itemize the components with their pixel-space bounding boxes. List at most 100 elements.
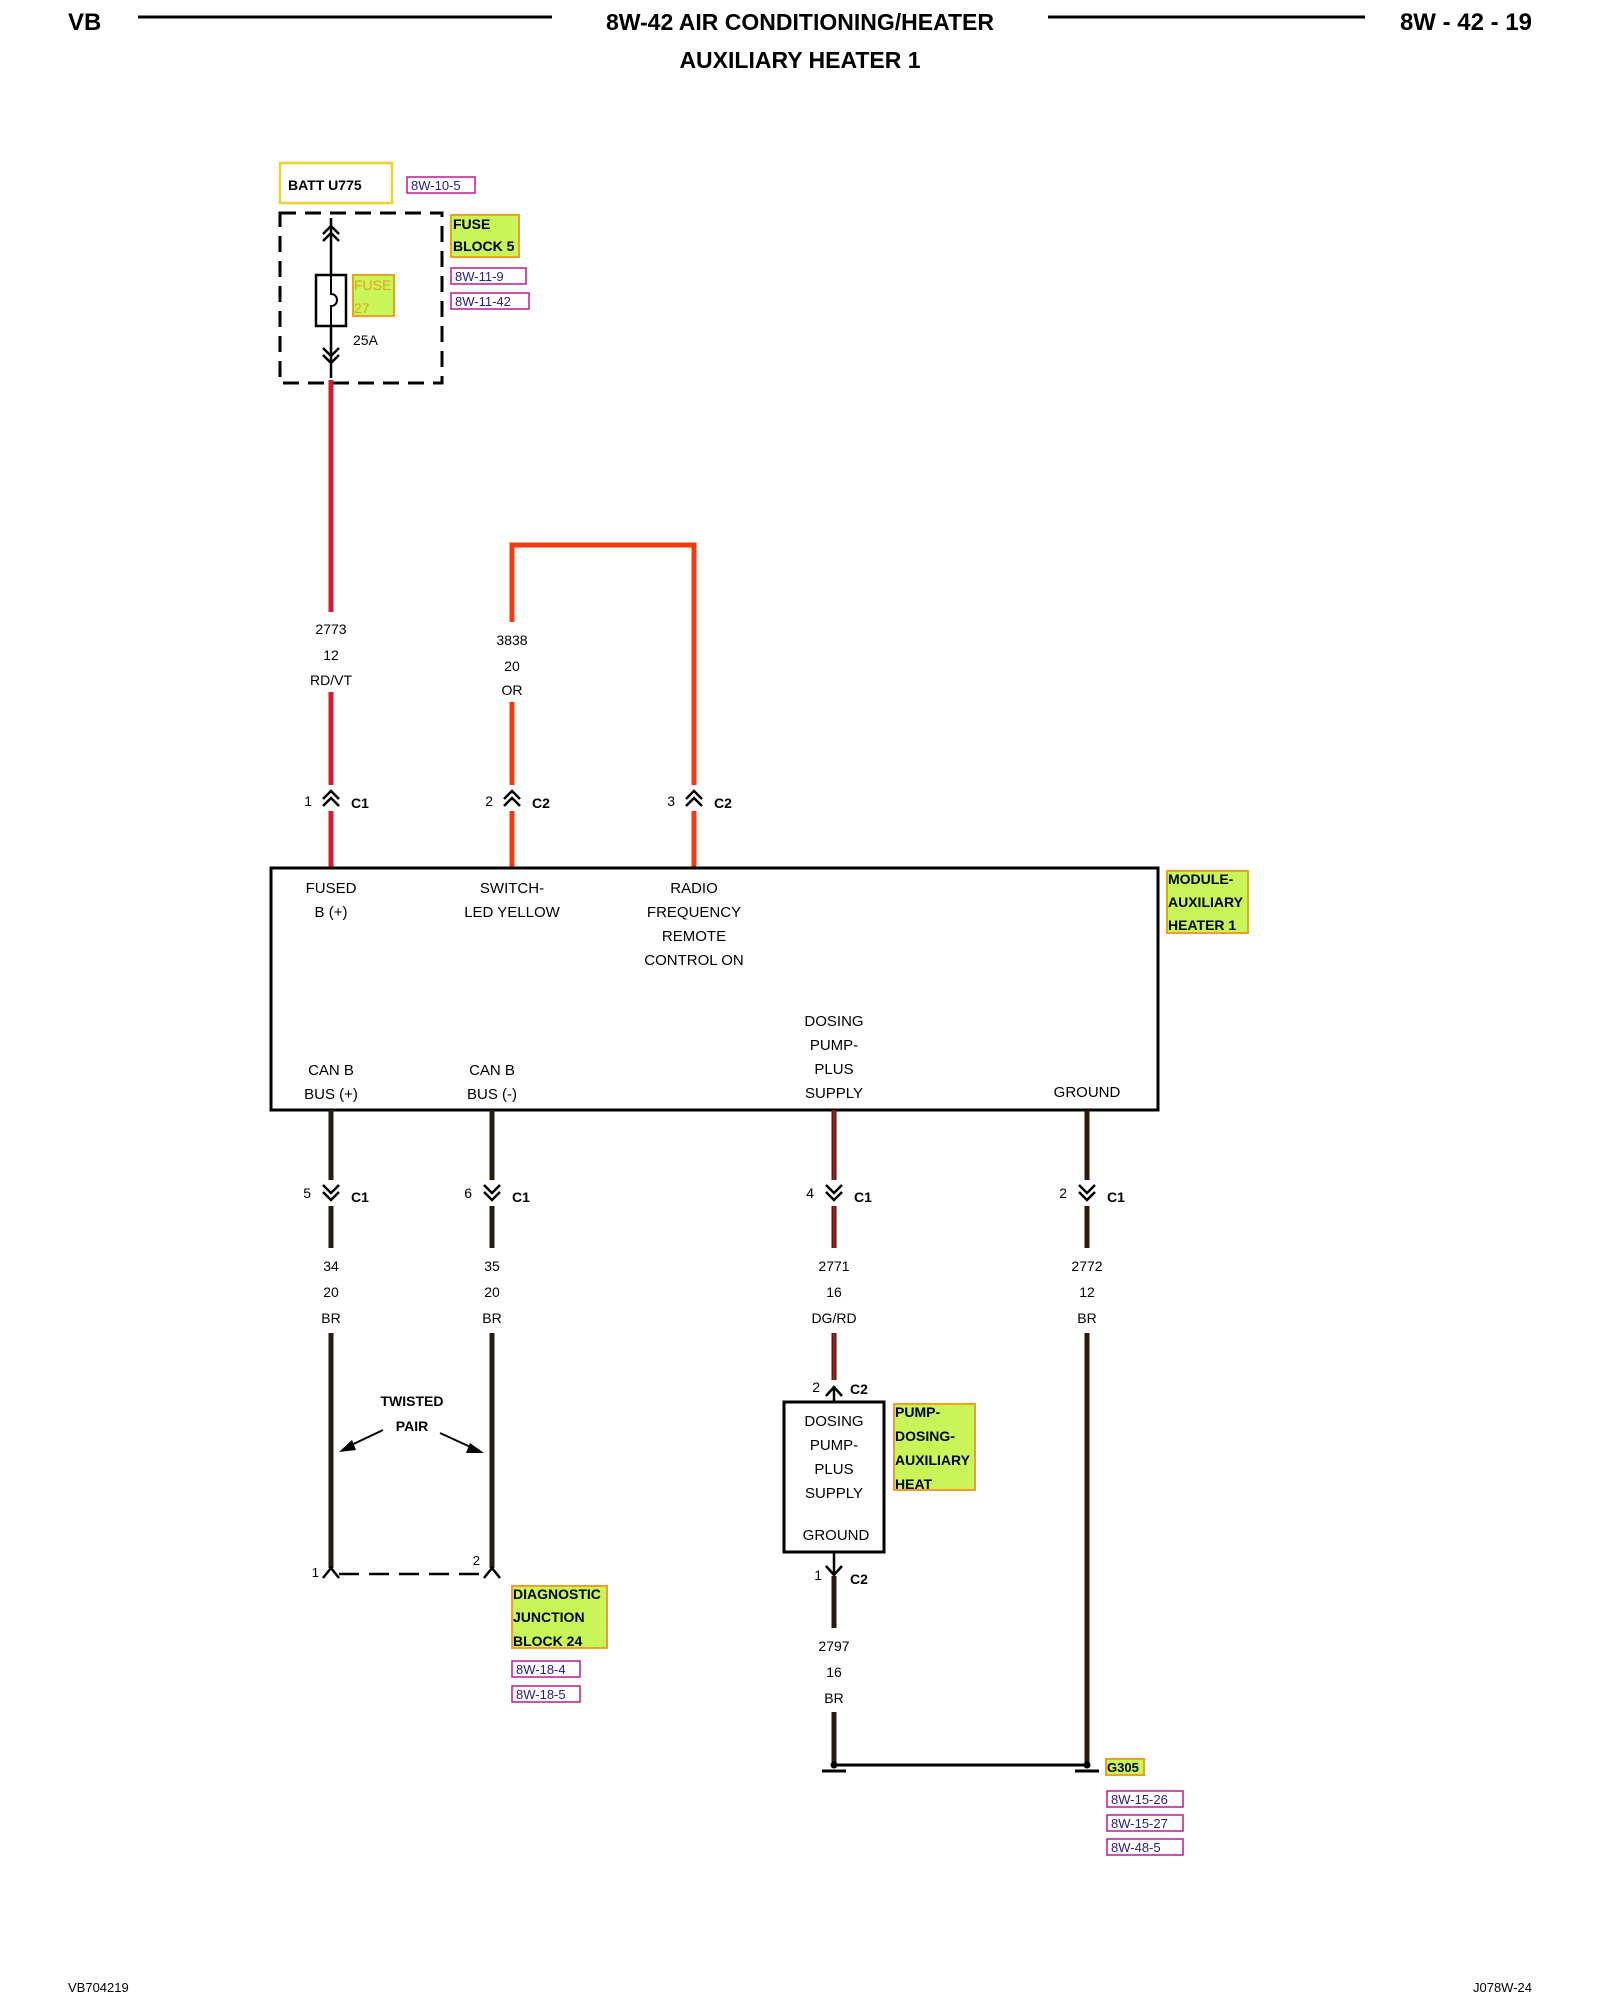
fuse-block-outline <box>278 211 444 385</box>
wire-2772: 2772 12 BR <box>1071 1110 1103 1765</box>
top-connector-2: 2 C2 <box>485 785 550 811</box>
pin-dosing-pump-4: SUPPLY <box>805 1085 863 1102</box>
fuse-block-label: FUSE <box>453 216 490 232</box>
wire-34-circuit: 34 <box>323 1258 339 1274</box>
batt-label: BATT U775 <box>288 177 362 193</box>
diag-ref-link-2[interactable]: 8W-18-5 <box>511 1685 581 1703</box>
bottom-connector-3: 4 C1 <box>806 1180 872 1206</box>
pin-can-b-minus-2: BUS (-) <box>467 1086 517 1103</box>
pin-label: 2 <box>485 793 493 809</box>
pump-pin-top: 2 <box>812 1379 820 1395</box>
pin-label: 4 <box>806 1185 814 1201</box>
power-source: BATT U775 8W-10-5 FUSE BLOCK 5 8W-11-9 8… <box>278 161 530 385</box>
wire-3838-gauge: 20 <box>504 658 520 674</box>
pump-conn-top: C2 <box>850 1381 868 1397</box>
module-box <box>269 866 1160 1112</box>
arrow-left <box>339 1440 356 1452</box>
pin-dosing-pump-3: PLUS <box>814 1061 853 1078</box>
header-subtitle: AUXILIARY HEATER 1 <box>679 47 920 73</box>
pin-dosing-pump: DOSING <box>804 1013 863 1030</box>
ground-ref-2[interactable]: 8W-15-27 <box>1111 1816 1168 1831</box>
fuse-element <box>330 275 338 326</box>
ground-label-bg <box>1105 1758 1145 1776</box>
batt-ref-link[interactable]: 8W-10-5 <box>406 176 476 194</box>
bottom-connector-2: 6 C1 <box>464 1180 530 1206</box>
batt-ref[interactable]: 8W-10-5 <box>411 178 461 193</box>
fuse-ref-1[interactable]: 8W-11-9 <box>455 269 504 284</box>
diag-label-2: JUNCTION <box>513 1609 585 1625</box>
wire-2773-color: RD/VT <box>310 672 352 688</box>
pump-supply-3: PLUS <box>814 1461 853 1478</box>
header: VB 8W-42 AIR CONDITIONING/HEATER 8W - 42… <box>68 9 1532 73</box>
module-label-3: HEATER 1 <box>1168 917 1236 933</box>
pin-label: 6 <box>464 1185 472 1201</box>
ground-ref-link-1[interactable]: 8W-15-26 <box>1106 1790 1184 1808</box>
fuse-block-ref-link-1[interactable]: 8W-11-9 <box>450 267 527 285</box>
diag-ref-1[interactable]: 8W-18-4 <box>516 1662 566 1677</box>
fuse-ref-2[interactable]: 8W-11-42 <box>455 294 511 309</box>
ground-ref-1[interactable]: 8W-15-26 <box>1111 1792 1168 1807</box>
fuse-label: FUSE <box>354 277 391 293</box>
fuse-block-label-bg <box>450 214 520 258</box>
diag-label-bg <box>511 1585 608 1649</box>
top-connector-1: 1 C1 <box>304 785 369 811</box>
pin-ground: GROUND <box>1054 1084 1121 1101</box>
pin-radio: RADIO <box>670 880 718 897</box>
pin-can-b-plus: CAN B <box>308 1062 354 1079</box>
connector-label: C1 <box>351 1189 369 1205</box>
wire-35-circuit: 35 <box>484 1258 500 1274</box>
pin-radio-3: REMOTE <box>662 928 726 945</box>
module-label-bg <box>1166 870 1249 934</box>
connector-label: C1 <box>512 1189 530 1205</box>
auxiliary-heater-module: MODULE- AUXILIARY HEATER 1 FUSED B (+) S… <box>269 866 1249 1112</box>
wire-34: 34 20 BR <box>321 1110 341 1568</box>
twisted-pair-label-2: PAIR <box>396 1418 428 1434</box>
module-label-1: MODULE- <box>1168 871 1234 887</box>
wire-2772-color: BR <box>1077 1310 1096 1326</box>
fuse-ref-box-1 <box>450 267 527 285</box>
wire-2797-gauge: 16 <box>826 1664 842 1680</box>
header-page-number: 8W - 42 - 19 <box>1400 9 1532 36</box>
ground-ref-link-3[interactable]: 8W-48-5 <box>1106 1838 1184 1856</box>
footer-left: VB704219 <box>68 1980 129 1995</box>
diag-ref-box-2 <box>511 1685 581 1703</box>
footer: VB704219 J078W-24 <box>68 1980 1532 1995</box>
fuse-number: 27 <box>354 300 370 316</box>
wire-34-color: BR <box>321 1310 340 1326</box>
ground-ref-link-2[interactable]: 8W-15-27 <box>1106 1814 1184 1832</box>
top-connector-3: 3 C2 <box>667 785 732 811</box>
pump-ground: GROUND <box>803 1527 870 1544</box>
header-left: VB <box>68 9 101 36</box>
dosing-pump: 2 C2 DOSING PUMP- PLUS SUPPLY GROUND PUM… <box>782 1379 976 1587</box>
fuse-block-ref-link-2[interactable]: 8W-11-42 <box>450 292 530 310</box>
ground-g305: G305 8W-15-26 8W-15-27 8W-48-5 <box>822 1758 1184 1856</box>
diag-ref-link-1[interactable]: 8W-18-4 <box>511 1660 581 1678</box>
batt-ref-box <box>406 176 476 194</box>
ground-ref-box-1 <box>1106 1790 1184 1808</box>
pump-label-2: DOSING- <box>895 1428 955 1444</box>
wire-34-gauge: 20 <box>323 1284 339 1300</box>
wire-2771: 2771 16 DG/RD <box>811 1110 857 1380</box>
pin-label: 2 <box>1059 1185 1067 1201</box>
wire-35: 35 20 BR <box>482 1110 502 1568</box>
pump-conn-bottom: C2 <box>850 1571 868 1587</box>
pin-radio-4: CONTROL ON <box>644 952 743 969</box>
diag-pin-2: 2 <box>473 1553 480 1568</box>
bottom-connector-4: 2 C1 <box>1059 1180 1125 1206</box>
diag-ref-2[interactable]: 8W-18-5 <box>516 1687 566 1702</box>
wire-2773-gauge: 12 <box>323 647 339 663</box>
pump-box <box>782 1400 886 1554</box>
pump-label-4: HEAT <box>895 1476 933 1492</box>
diag-label-3: BLOCK 24 <box>513 1633 582 1649</box>
ground-ref-box-3 <box>1106 1838 1184 1856</box>
pin-label: 3 <box>667 793 675 809</box>
wire-2773-circuit: 2773 <box>315 621 346 637</box>
pump-supply-4: SUPPLY <box>805 1485 863 1502</box>
pin-radio-2: FREQUENCY <box>647 904 741 921</box>
connector-label: C1 <box>1107 1189 1125 1205</box>
ground-ref-box-2 <box>1106 1814 1184 1832</box>
ground-ref-3[interactable]: 8W-48-5 <box>1111 1840 1161 1855</box>
pin-dosing-pump-2: PUMP- <box>810 1037 858 1054</box>
batt-box <box>278 161 394 205</box>
